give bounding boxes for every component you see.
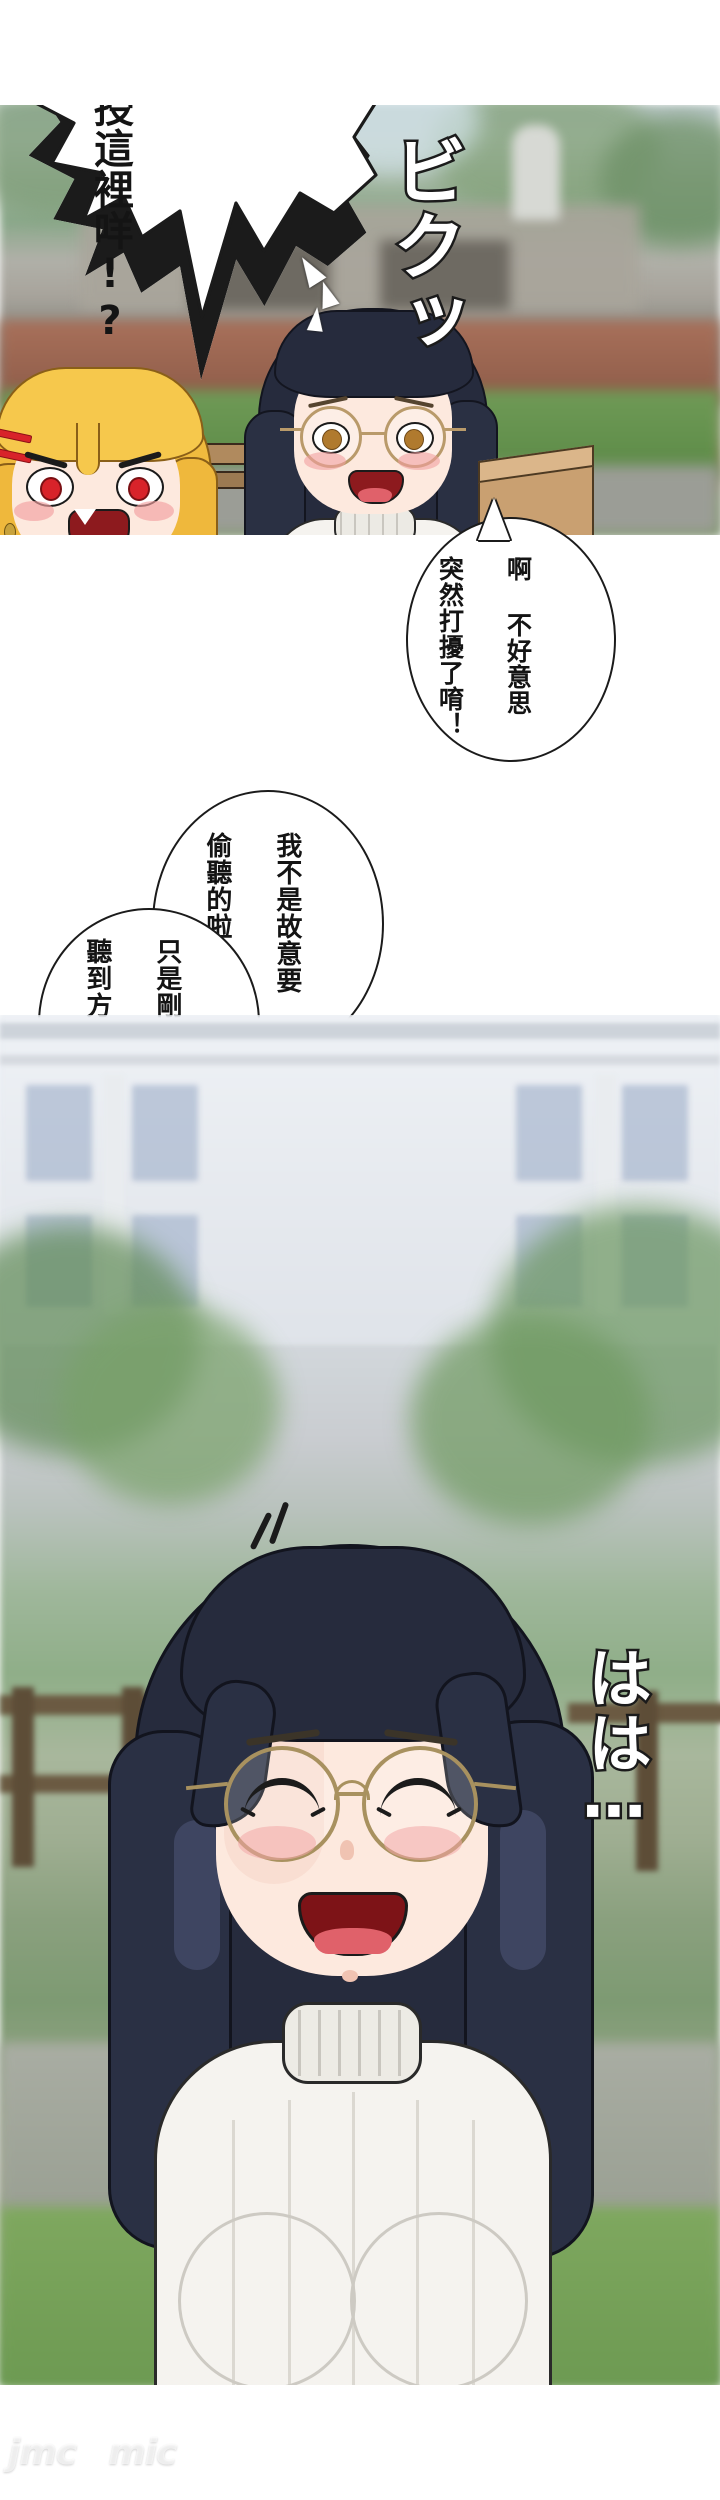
closeup-tongue: [314, 1928, 392, 1954]
glasses-bridge: [361, 432, 385, 435]
closeup-eye-right-closed: [380, 1778, 456, 1824]
eavesdrop-bubble-text-line0: 我不是故意要: [271, 832, 302, 994]
closeup-hair-shine: [174, 1820, 220, 1970]
turtleneck-rib: [318, 2010, 321, 2076]
watermark-text-after: mic: [108, 2432, 177, 2473]
blonde-blush: [134, 501, 174, 521]
blonde-blush: [14, 501, 54, 521]
campus-closeup-panel: はは⋯: [0, 1015, 720, 2385]
laugh-sfx: はは⋯: [575, 1643, 654, 1853]
glasses-pupil-left: [322, 429, 342, 450]
watermark-text-before: jmc: [8, 2432, 77, 2473]
bg-building-cornice: [0, 1055, 720, 1065]
blonde-pupil-right: [128, 477, 150, 501]
glasses-woman: [244, 300, 498, 535]
building-window: [516, 1085, 582, 1181]
turtleneck-rib: [398, 2010, 401, 2076]
blonde-bangs: [0, 367, 204, 462]
glasses-pupil-right: [404, 429, 424, 450]
eavesdrop-bubble-text-line1: 偷聽的啦: [201, 832, 232, 940]
building-window: [622, 1085, 688, 1181]
sweater-rib: [396, 512, 398, 535]
building-window: [26, 1085, 92, 1181]
apology-bubble-text: 突然打擾了唷！: [435, 556, 465, 738]
blonde-angry-girl: [0, 345, 252, 535]
blonde-earring: [4, 523, 16, 535]
blonde-bang-strand: [76, 423, 100, 475]
glasses-blush: [304, 452, 346, 470]
closeup-bust-right: [350, 2212, 528, 2385]
closeup-blush-right: [384, 1826, 462, 1860]
sweater-rib: [354, 512, 356, 535]
blonde-pupil-left: [40, 477, 62, 501]
sweater-body-rib: [352, 2092, 355, 2385]
gutter-top: [0, 0, 720, 105]
closeup-blush-left: [238, 1826, 316, 1860]
apology-bubble-text-line1: 啊 不好意思: [503, 556, 533, 716]
closeup-glasses-bridge-arc: [334, 1780, 370, 1800]
closeup-hair-shine: [500, 1810, 546, 1970]
closeup-bust-left: [178, 2212, 356, 2385]
bg-tree-blob: [60, 1305, 280, 1505]
glasses-tongue: [358, 488, 392, 502]
sweater-rib: [368, 512, 370, 535]
turtleneck-rib: [338, 2010, 341, 2076]
glasses-temple: [444, 428, 466, 431]
bg-wooden-post: [12, 1687, 34, 1867]
sweater-rib: [340, 512, 342, 535]
building-window: [132, 1085, 198, 1181]
bg-statue: [512, 125, 560, 220]
glasses-woman-closeup: [108, 1540, 594, 2385]
bg-tree-blob: [410, 1315, 650, 1525]
bg-wooden-post: [636, 1691, 658, 1871]
sweater-rib: [382, 512, 384, 535]
apology-bubble-tail: [478, 498, 510, 540]
turtleneck-rib: [358, 2010, 361, 2076]
watermark: jmc mic: [8, 2432, 177, 2473]
apple-icon: [79, 2439, 106, 2466]
bg-building-arch: [380, 240, 510, 310]
park-bench-panel: ビクッ 麼教授這裡咩!?: [0, 105, 720, 535]
blonde-fang: [74, 509, 96, 525]
flinch-mark: [306, 306, 326, 332]
bg-building-cornice: [0, 1023, 720, 1039]
closeup-turtleneck: [282, 2002, 422, 2084]
glasses-blush: [398, 452, 440, 470]
startle-sfx: ビクッ: [378, 131, 469, 361]
closeup-chin-dimple: [342, 1970, 358, 1982]
turtleneck-rib: [378, 2010, 381, 2076]
glasses-temple: [280, 428, 302, 431]
closeup-nose: [340, 1840, 354, 1860]
apology-bubble: [406, 517, 616, 762]
closeup-eye-left-closed: [244, 1778, 320, 1824]
shout-bubble-text: 麼教授這裡咩!?: [87, 105, 133, 345]
turtleneck-rib: [298, 2010, 301, 2076]
